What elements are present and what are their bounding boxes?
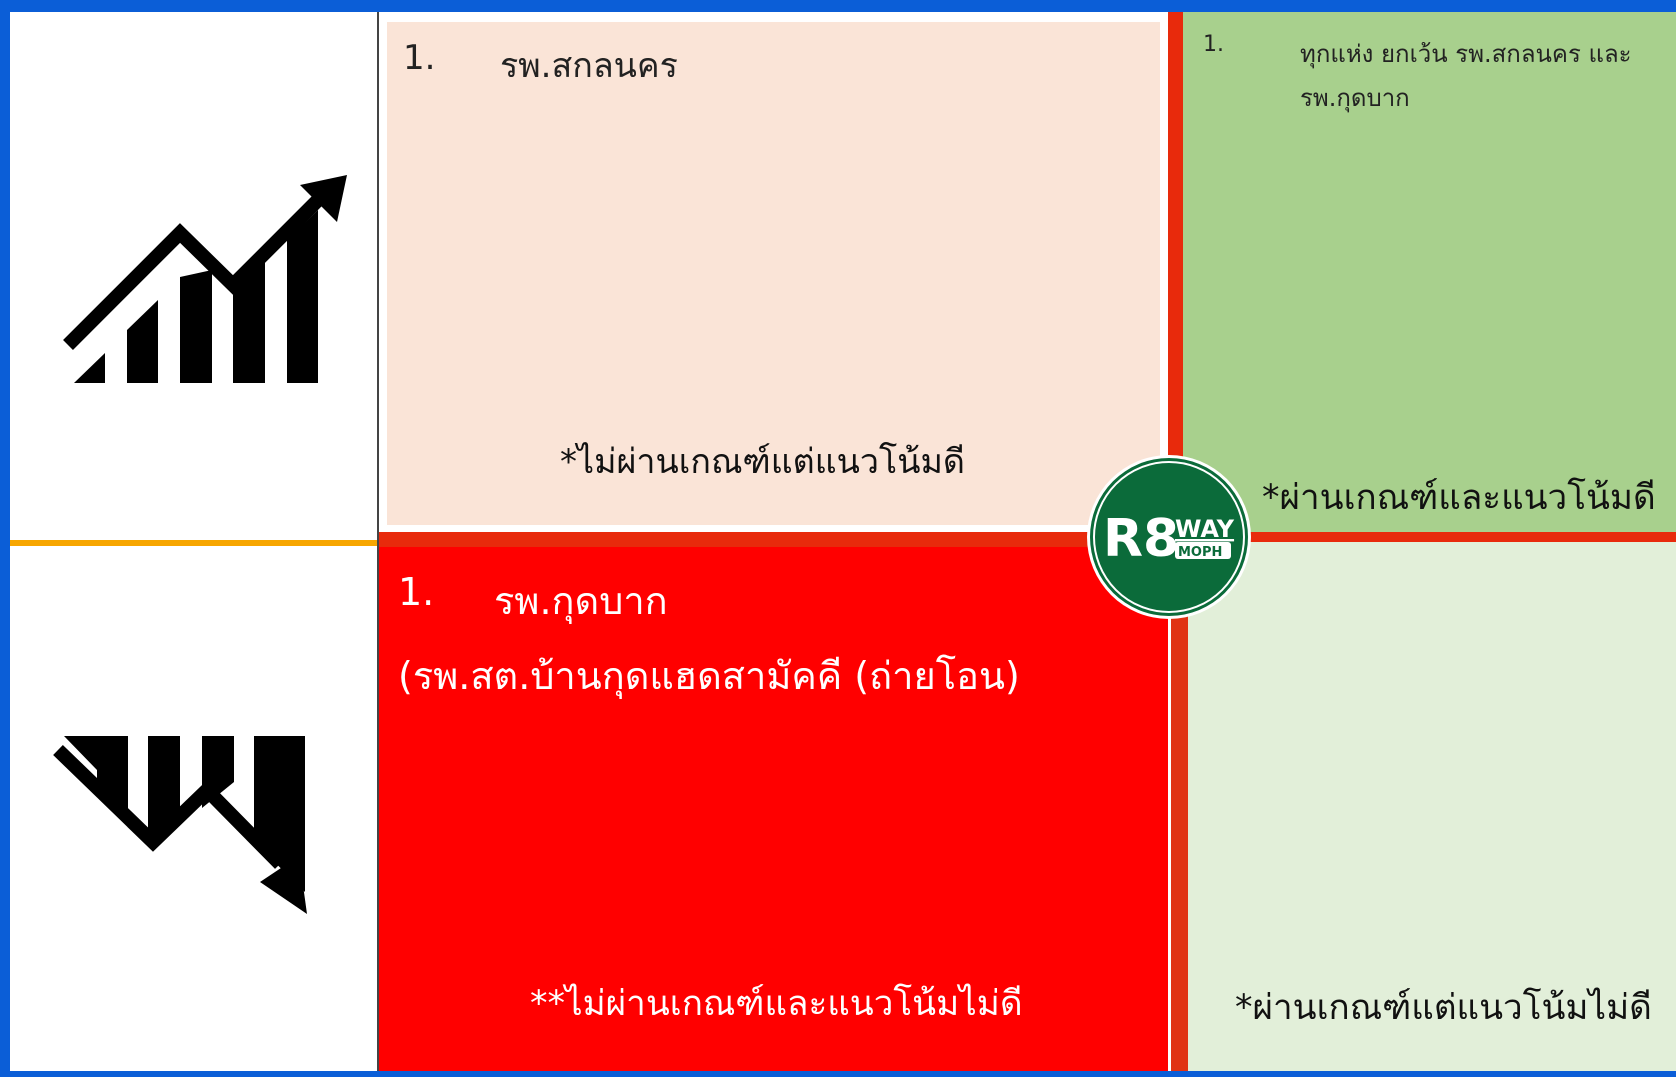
top-right-note: *ผ่านเกณฑ์และแนวโน้มดี: [1262, 478, 1656, 518]
bottom-left-item: รพ.กุดบาก: [494, 579, 668, 623]
horizontal-axis-right: [1168, 532, 1676, 542]
icon-column-divider: [10, 540, 378, 546]
quadrant-top-left: [379, 12, 1168, 533]
frame-border-top: [0, 0, 1676, 12]
bottom-left-sub-item: (รพ.สต.บ้านกุดแฮดสามัคคี (ถ่ายโอน): [398, 654, 1020, 698]
top-left-note: *ไม่ผ่านเกณฑ์แต่แนวโน้มดี: [560, 442, 965, 482]
bottom-right-note: *ผ่านเกณฑ์แต่แนวโน้มไม่ดี: [1235, 988, 1652, 1028]
frame-border-left: [0, 0, 10, 1077]
top-right-item: ทุกแห่ง ยกเว้น รพ.สกลนคร และ รพ.กุดบาก: [1300, 40, 1632, 112]
top-right-item-number: 1.: [1203, 32, 1224, 57]
logo-text-main: R8: [1103, 509, 1179, 569]
r8way-logo: R8 WAY MOPH: [1085, 453, 1253, 621]
quadrant-bottom-right: [1188, 542, 1676, 1071]
logo-text-small: MOPH: [1178, 545, 1222, 560]
logo-text-word: WAY: [1175, 515, 1235, 543]
top-left-item-number: 1.: [403, 38, 436, 78]
quadrant-bottom-left: [379, 542, 1168, 1071]
bottom-left-item-number: 1.: [398, 570, 435, 614]
bottom-left-note: **ไม่ผ่านเกณฑ์และแนวโน้มไม่ดี: [530, 984, 1023, 1024]
top-left-item: รพ.สกลนคร: [500, 46, 678, 86]
quadrant-top-right: [1170, 12, 1676, 539]
horizontal-axis-left: [379, 532, 1169, 547]
vertical-axis-top: [1168, 12, 1183, 540]
vertical-axis-bottom: [1171, 540, 1188, 1071]
quadrant-top-left-panel: [387, 22, 1160, 525]
trend-up-icon: [60, 175, 360, 390]
trend-down-icon: [52, 732, 327, 932]
frame-border-bottom: [0, 1071, 1676, 1077]
icon-column-border: [377, 12, 379, 1071]
